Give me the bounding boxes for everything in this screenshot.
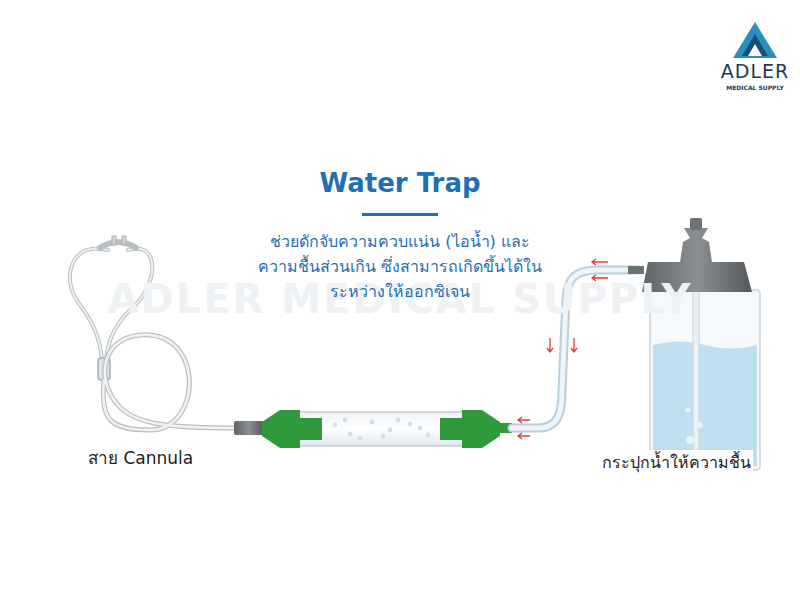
water-trap-part: [262, 410, 300, 448]
water-trap-part: [285, 412, 475, 446]
cannula-part: [112, 236, 116, 245]
flow-arrows-part: [571, 338, 577, 352]
logo-mark-part: [742, 34, 768, 56]
logo-subtext: MEDICAL SUPPLY: [726, 84, 783, 91]
logo-text: ADLER: [721, 60, 789, 82]
bubble: [343, 418, 348, 423]
water-trap-part: [462, 410, 500, 448]
humidifier-bottle-part: [686, 408, 691, 413]
cannula-part: [103, 335, 240, 430]
cannula-part: [103, 335, 240, 430]
flow-arrows-part: [518, 417, 530, 423]
humidifier-bottle-part: [628, 266, 644, 274]
bubble: [333, 423, 338, 428]
flow-arrows-part: [592, 259, 608, 265]
water-trap: [262, 410, 512, 448]
bubble: [370, 420, 375, 425]
title: Water Trap: [319, 168, 480, 198]
humidifier-bottle-part: [653, 342, 757, 467]
flow-arrows-part: [547, 338, 553, 352]
bubble: [408, 422, 413, 427]
bubble: [426, 433, 431, 438]
logo-mark-part: [748, 44, 762, 56]
humidifier-bottle-part: [686, 436, 694, 444]
cannula-part: [234, 421, 264, 435]
bubble: [388, 428, 393, 433]
water-trap-part: [440, 418, 462, 440]
bubble: [348, 432, 353, 437]
bubble: [358, 436, 363, 441]
cannula: [70, 236, 264, 435]
cannula-part: [100, 242, 136, 248]
humidifier-label: กระปุกน้ำให้ความชื้น: [600, 450, 753, 475]
description: ช่วยดักจับความควบแน่น (ไอน้ำ) และความชื้…: [250, 229, 550, 304]
flow-arrows-part: [518, 433, 530, 439]
bubble: [396, 418, 401, 423]
humidifier-bottle-part: [690, 218, 702, 230]
cannula-part: [122, 236, 126, 245]
humidifier-bottle: [628, 218, 760, 470]
cannula-label: สาย Cannula: [88, 444, 193, 471]
water-trap-part: [333, 418, 431, 441]
water-trap-part: [300, 418, 322, 440]
bubble: [418, 426, 423, 431]
title-underline: [362, 213, 438, 216]
humidifier-bottle-part: [697, 422, 703, 428]
logo-mark: [733, 22, 777, 58]
logo-mark-part: [733, 22, 777, 58]
bubble: [381, 434, 386, 439]
